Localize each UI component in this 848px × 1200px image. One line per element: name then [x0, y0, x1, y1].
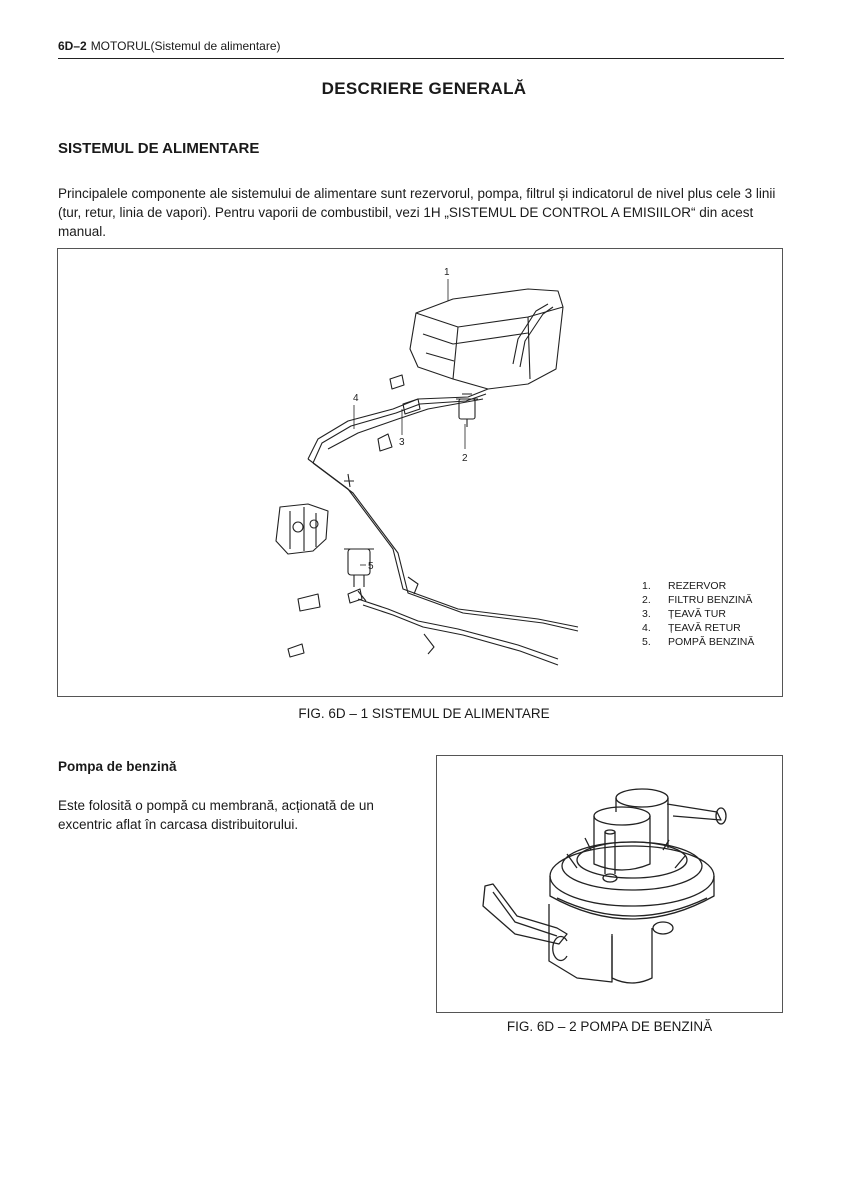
callout-4: 4: [353, 393, 359, 404]
callout-2: 2: [462, 453, 468, 464]
chapter-title: MOTORUL(Sistemul de alimentare): [90, 39, 281, 53]
callout-1: 1: [444, 267, 450, 278]
figure-legend: 1.REZERVOR 2.FILTRU BENZINĂ 3.ȚEAVĂ TUR …: [642, 579, 754, 649]
legend-item: 2.FILTRU BENZINĂ: [642, 594, 753, 606]
figure-fuel-pump: [436, 755, 783, 1013]
intro-paragraph: Principalele componente ale sistemului d…: [58, 186, 776, 239]
header-divider: [58, 58, 784, 59]
legend-item: 3.ȚEAVĂ TUR: [642, 608, 726, 620]
legend-item: 1.REZERVOR: [642, 580, 727, 592]
page-title: DESCRIERE GENERALĂ: [321, 79, 527, 98]
legend-item: 4.ȚEAVĂ RETUR: [642, 622, 741, 634]
pump-paragraph: Este folosită o pompă cu membrană, acțio…: [58, 798, 374, 832]
callout-3: 3: [399, 437, 405, 448]
figure-fuel-system: 1 2 3 4 5: [57, 248, 783, 697]
page-code: 6D–2: [58, 39, 87, 53]
fuel-system-drawing: 1 2 3 4 5: [275, 267, 579, 666]
figure2-caption: FIG. 6D – 2 POMPA DE BENZINĂ: [506, 1019, 713, 1034]
section-title: SISTEMUL DE ALIMENTARE: [58, 140, 260, 157]
subsection-title: Pompa de benzină: [58, 759, 177, 774]
fuel-pump-drawing: [482, 788, 727, 984]
legend-item: 5.POMPĂ BENZINĂ: [642, 636, 755, 648]
callout-5: 5: [368, 561, 374, 572]
figure1-caption: FIG. 6D – 1 SISTEMUL DE ALIMENTARE: [298, 706, 550, 721]
